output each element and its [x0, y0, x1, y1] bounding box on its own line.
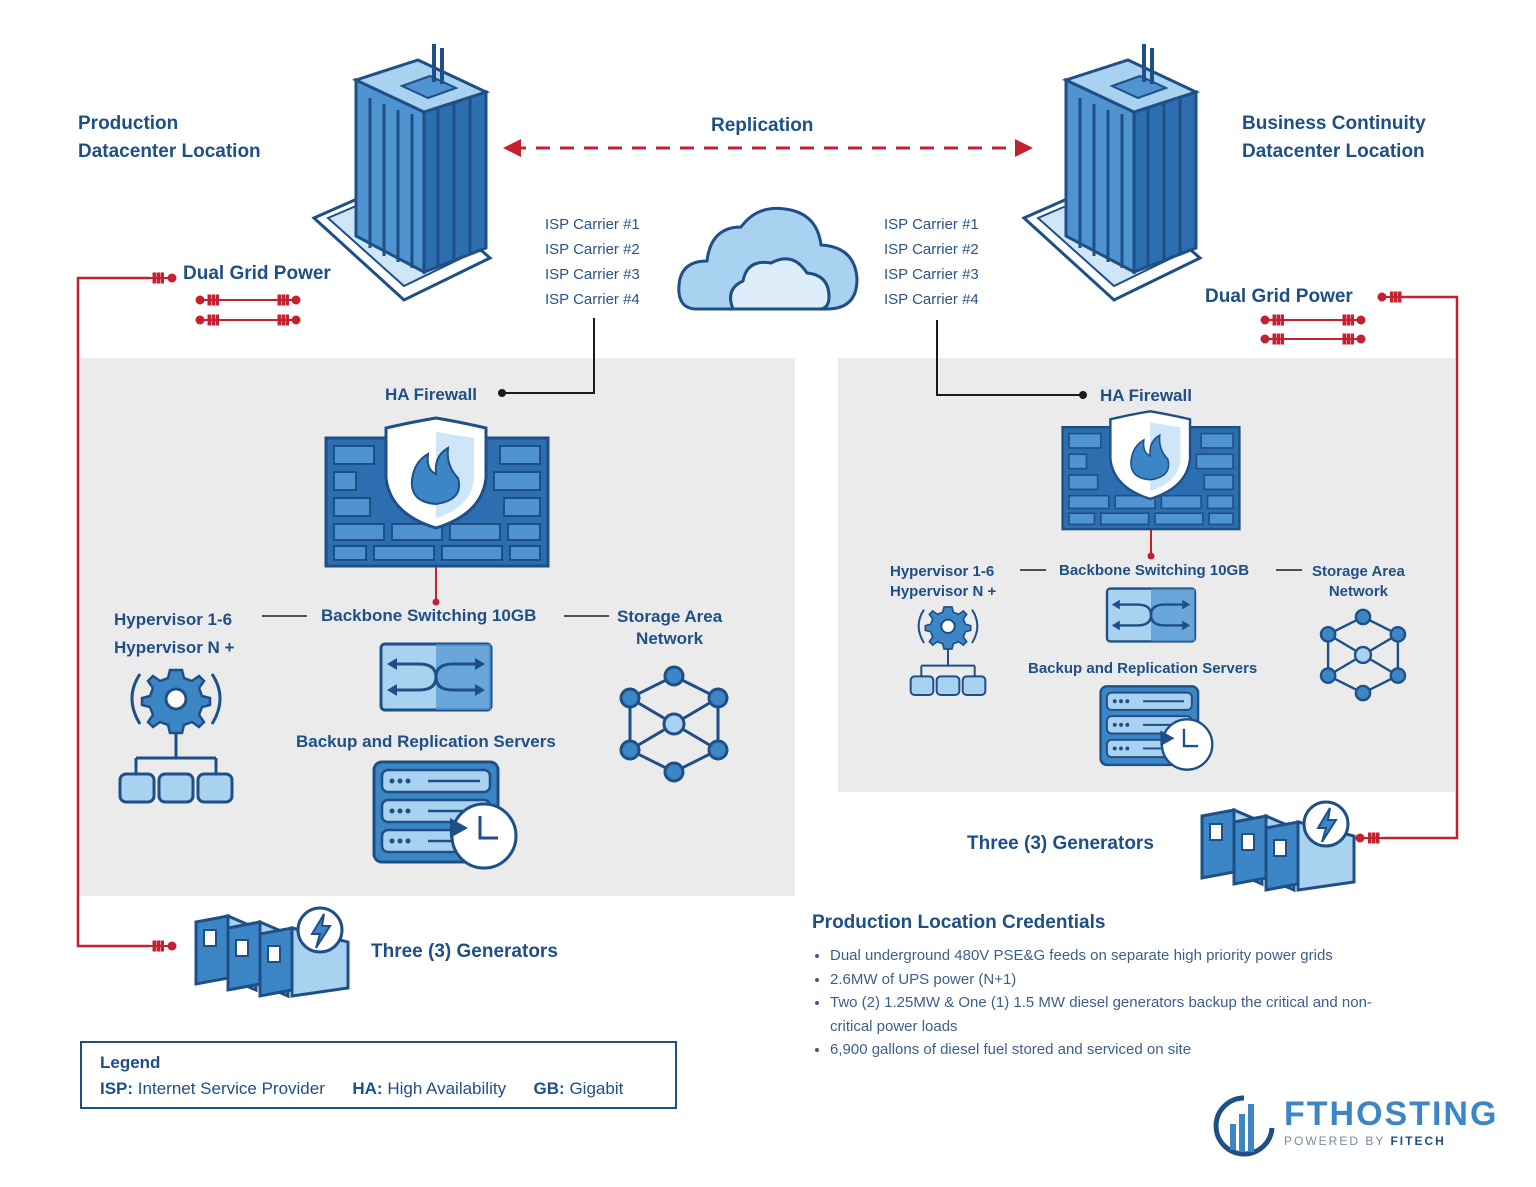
network-icon — [619, 665, 729, 783]
generator-icon — [1200, 800, 1356, 893]
building-icon — [1021, 44, 1203, 302]
production-dual-grid-label: Dual Grid Power — [183, 263, 331, 284]
continuity-isp-list: ISP Carrier #1 ISP Carrier #2 ISP Carrie… — [884, 212, 979, 312]
generator-icon — [194, 906, 350, 999]
continuity-hypervisor-label: Hypervisor 1-6 Hypervisor N + — [890, 563, 997, 600]
building-icon — [311, 44, 493, 302]
brand-name: FTHOSTING — [1284, 1095, 1499, 1133]
credential-item: 2.6MW of UPS power (N+1) — [830, 968, 1412, 992]
replication-label: Replication — [711, 115, 814, 136]
isp-carrier: ISP Carrier #3 — [884, 266, 979, 283]
production-backup-label: Backup and Replication Servers — [296, 732, 556, 751]
isp-carrier: ISP Carrier #2 — [884, 241, 979, 258]
switch-icon — [379, 642, 493, 712]
isp-carrier: ISP Carrier #4 — [884, 291, 979, 308]
power-line-production — [76, 276, 150, 948]
isp-line-continuity — [936, 320, 1083, 396]
legend-row: ISP: Internet Service Provider HA: High … — [100, 1079, 624, 1098]
credential-item: Dual underground 480V PSE&G feeds on sep… — [830, 944, 1412, 968]
cloud-icon — [677, 206, 859, 311]
server-backup-icon — [1099, 685, 1214, 771]
isp-carrier: ISP Carrier #3 — [545, 266, 640, 283]
network-icon — [1319, 608, 1407, 702]
power-line-continuity — [1382, 295, 1459, 840]
continuity-ha-firewall-label: HA Firewall — [1100, 386, 1192, 405]
continuity-backbone-label: Backbone Switching 10GB — [1059, 562, 1250, 579]
legend-box: Legend ISP: Internet Service Provider HA… — [80, 1041, 677, 1109]
production-isp-list: ISP Carrier #1 ISP Carrier #2 ISP Carrie… — [545, 212, 640, 312]
hypervisor-icon — [909, 606, 987, 697]
credentials-title: Production Location Credentials — [812, 912, 1106, 933]
hypervisor-icon — [118, 668, 234, 804]
brand-wordmark: FTHOSTING POWERED BY FITECH — [1284, 1096, 1498, 1148]
continuity-title: Business Continuity Datacenter Location — [1242, 113, 1426, 162]
production-backbone-label: Backbone Switching 10GB — [321, 606, 537, 625]
fthosting-logo-icon — [1213, 1095, 1275, 1157]
isp-carrier: ISP Carrier #2 — [545, 241, 640, 258]
legend-title: Legend — [100, 1053, 161, 1072]
credential-item: Two (2) 1.25MW & One (1) 1.5 MW diesel g… — [830, 991, 1412, 1038]
credential-item: 6,900 gallons of diesel fuel stored and … — [830, 1038, 1412, 1062]
brand-tagline: POWERED BY FITECH — [1284, 1134, 1446, 1148]
production-generators-label: Three (3) Generators — [371, 941, 558, 962]
firewall-icon — [1061, 410, 1241, 531]
dual-grid-cables — [195, 294, 1366, 345]
isp-line-production — [502, 318, 595, 394]
production-credentials: Production Location Credentials Dual und… — [812, 912, 1412, 1062]
production-san-label: Storage Area Network — [617, 607, 723, 648]
firewall-icon — [324, 416, 550, 568]
server-backup-icon — [372, 760, 518, 870]
switch-icon — [1105, 587, 1197, 643]
isp-carrier: ISP Carrier #1 — [884, 216, 979, 233]
production-hypervisor-label: Hypervisor 1-6 Hypervisor N + — [114, 610, 235, 657]
production-title: Production Datacenter Location — [78, 113, 261, 162]
continuity-generators-label: Three (3) Generators — [967, 833, 1154, 854]
continuity-dual-grid-label: Dual Grid Power — [1205, 286, 1353, 307]
power-plug-icon — [150, 272, 1404, 952]
isp-carrier: ISP Carrier #1 — [545, 216, 640, 233]
continuity-san-label: Storage Area Network — [1312, 563, 1405, 600]
continuity-backup-label: Backup and Replication Servers — [1028, 660, 1258, 677]
production-ha-firewall-label: HA Firewall — [385, 385, 477, 404]
isp-carrier: ISP Carrier #4 — [545, 291, 640, 308]
